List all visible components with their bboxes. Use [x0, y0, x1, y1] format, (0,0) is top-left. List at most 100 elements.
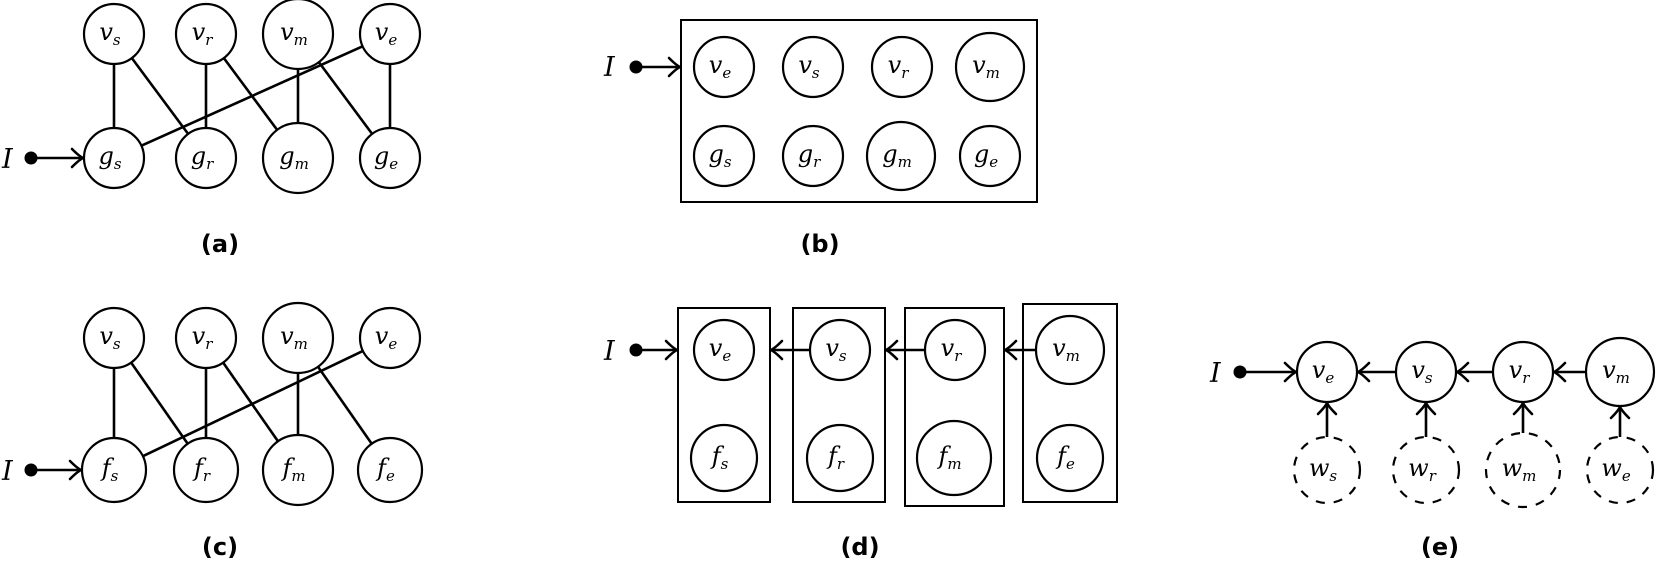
panel-d-node-ve-label: ve: [709, 334, 732, 365]
panel-e-node-ws-label: ws: [1309, 454, 1338, 485]
panel-c-edge-vm-fe: [316, 365, 373, 445]
panel-e-node-vr-label: vr: [1509, 356, 1531, 387]
panel-d-group-box-1: [677, 307, 771, 503]
panel-d-arrowhead-group4-group3: [1003, 339, 1018, 361]
panel-a-node-ve: ve: [358, 2, 422, 66]
panel-c-node-vs-label: vs: [99, 322, 121, 353]
panel-a-edge-ve-gs: [140, 45, 364, 147]
panel-c-node-ve-label: ve: [375, 322, 398, 353]
panel-c-edge-ve-fs: [142, 349, 364, 458]
panel-e-node-vs: vs: [1394, 340, 1458, 404]
panel-d-arrowhead-group2-group1: [769, 339, 784, 361]
panel-b-node-vs-label: vs: [798, 51, 820, 82]
panel-e-node-ws: ws: [1292, 435, 1362, 505]
panel-a-node-vm-label: vm: [280, 18, 308, 49]
panel-a-node-vs: vs: [82, 2, 146, 66]
panel-e-node-we: we: [1585, 435, 1655, 505]
panel-a-node-ve-label: ve: [375, 18, 398, 49]
panel-c-edge-vs-fr: [130, 361, 189, 445]
input-label-c: I: [1, 456, 14, 487]
panel-d-group-box-3: [904, 307, 1005, 507]
panel-a-node-gs: gs: [82, 126, 146, 190]
panel-c-edge-vr-fm: [222, 361, 280, 443]
panel-b-node-vs: vs: [781, 35, 845, 99]
panel-d-node-vr: vr: [923, 318, 987, 382]
panel-e-node-we-label: we: [1601, 454, 1631, 485]
panel-c-node-fe: fe: [356, 436, 424, 504]
captions: (a) (b) (c) (d) (e) I I I I I: [1, 52, 1459, 561]
panel-b-node-vm: vm: [954, 31, 1026, 103]
panel-a-node-vr-label: vr: [192, 18, 214, 49]
panel-e-node-vs-label: vs: [1411, 356, 1433, 387]
panel-d-node-fr: fr: [805, 423, 875, 493]
panel-c-node-vr-label: vr: [192, 322, 214, 353]
panel-d-group-box-4: [1022, 303, 1118, 503]
panel-c-node-vr: vr: [174, 306, 238, 370]
panel-d-node-fe: fe: [1035, 423, 1105, 493]
panel-c-node-vm: vm: [261, 301, 335, 375]
panel-e-node-wr: wr: [1391, 435, 1461, 505]
panel-a-node-vm: vm: [261, 0, 335, 71]
panel-b-node-vr-label: vr: [888, 51, 910, 82]
panel-a-node-vs-label: vs: [99, 18, 121, 49]
panel-e-node-ve-label: ve: [1312, 356, 1335, 387]
input-label-a: I: [1, 144, 14, 175]
panel-a-node-ge: ge: [358, 126, 422, 190]
group-boxes: [677, 19, 1118, 507]
panel-d-node-vm: vm: [1034, 314, 1106, 386]
panel-a-node-gm: gm: [261, 121, 335, 195]
panel-d-node-vm-label: vm: [1052, 334, 1080, 365]
panel-a-node-gm-label: gm: [279, 142, 309, 173]
panel-a-node-gr: gr: [174, 126, 238, 190]
panel-d-group-box-2: [792, 307, 886, 503]
panel-e-node-vr: vr: [1491, 340, 1555, 404]
caption-d: (d): [840, 533, 879, 561]
panel-b-node-ge-label: ge: [974, 140, 998, 171]
panel-b-node-gr-label: gr: [798, 140, 821, 171]
panel-c-node-vs: vs: [82, 306, 146, 370]
panel-c-node-fr: fr: [172, 436, 240, 504]
panel-c-node-fm: fm: [261, 433, 335, 507]
caption-b: (b): [800, 230, 839, 258]
edges: [24, 45, 1631, 481]
panel-a-node-ge-label: ge: [374, 142, 398, 173]
input-label-b: I: [603, 52, 616, 83]
panel-a-edge-vr-gm: [222, 57, 279, 131]
panel-e-node-wr-label: wr: [1408, 454, 1437, 485]
panel-b-node-ge: ge: [958, 124, 1022, 188]
input-label-d: I: [603, 336, 616, 367]
panel-a-edge-vm-ge: [317, 61, 374, 135]
panel-d-node-fm: fm: [915, 419, 993, 497]
panel-b-node-vr: vr: [870, 35, 934, 99]
panel-e-node-vm: vm: [1584, 336, 1656, 408]
panel-b-node-ve-label: ve: [709, 51, 732, 82]
panel-b-input-arrowhead: [667, 56, 682, 78]
panel-d-node-vs-label: vs: [825, 334, 847, 365]
panel-d-node-vs: vs: [808, 318, 872, 382]
panel-a-edge-vs-gr: [130, 57, 190, 135]
panel-d-arrowhead-group3-group2: [884, 339, 899, 361]
nodes: vs vr vm ve gs gr gm ge ve vs vr vm gs gr gm ge vs vr vm ve…: [80, 0, 1656, 509]
caption-a: (a): [201, 230, 239, 258]
panel-b-node-gs: gs: [692, 124, 756, 188]
panel-c-node-vm-label: vm: [280, 322, 308, 353]
panel-a-node-gs-label: gs: [98, 142, 121, 173]
panel-b-node-gm: gm: [865, 120, 937, 192]
panel-d-input-arrowhead: [664, 339, 679, 361]
panel-e-node-ve: ve: [1295, 340, 1359, 404]
caption-e: (e): [1421, 533, 1459, 561]
panel-d-node-fs: fs: [689, 423, 759, 493]
panel-d-node-vr-label: vr: [941, 334, 963, 365]
panel-e-node-wm-label: wm: [1502, 454, 1537, 485]
panel-e-node-vm-label: vm: [1602, 356, 1630, 387]
panel-c-node-fs: fs: [80, 436, 148, 504]
panel-b-group-box-1: [680, 19, 1038, 203]
panel-b-node-gr: gr: [781, 124, 845, 188]
panel-b-node-gm-label: gm: [882, 140, 912, 171]
panel-a-node-gr-label: gr: [191, 142, 214, 173]
input-label-e: I: [1209, 358, 1222, 389]
panel-e-node-wm: wm: [1484, 431, 1562, 509]
panel-d-node-ve: ve: [692, 318, 756, 382]
panel-b-node-vm-label: vm: [972, 51, 1000, 82]
